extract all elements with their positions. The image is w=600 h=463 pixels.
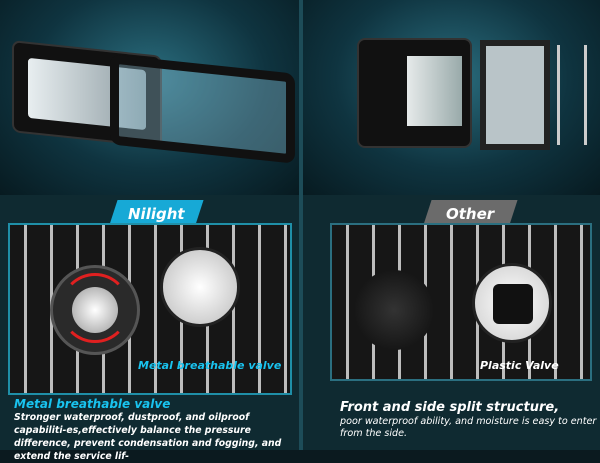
bracket-parts — [480, 40, 550, 150]
screws — [557, 45, 587, 145]
metal-valve-photo: Metal breathable valve — [8, 223, 292, 395]
rotate-arrow-icon — [60, 273, 130, 343]
other-product-image — [302, 0, 600, 195]
light-housing — [357, 38, 472, 148]
other-label-text: Other — [445, 205, 495, 223]
valve-callout: Plastic Valve — [480, 359, 559, 372]
plastic-valve-photo: Plastic Valve — [330, 223, 592, 381]
valve-closeup — [472, 263, 552, 343]
description-body: Stronger waterproof, dustproof, and oilp… — [14, 412, 282, 462]
front-lens-frame — [110, 54, 295, 164]
plastic-valve — [354, 270, 434, 350]
other-description: Front and side split structure, poor wat… — [340, 400, 598, 440]
divider — [299, 0, 303, 450]
valve-closeup — [160, 247, 240, 327]
description-heading: Metal breathable valve — [14, 397, 171, 411]
nilight-label-text: Nilight — [127, 205, 185, 223]
description-body: poor waterproof ability, and moisture is… — [340, 416, 597, 439]
description-heading: Front and side split structure, — [340, 400, 560, 415]
nilight-product-image — [0, 0, 300, 195]
nilight-description: Metal breathable valve Stronger waterpro… — [14, 397, 296, 463]
valve-callout: Metal breathable valve — [138, 359, 282, 372]
